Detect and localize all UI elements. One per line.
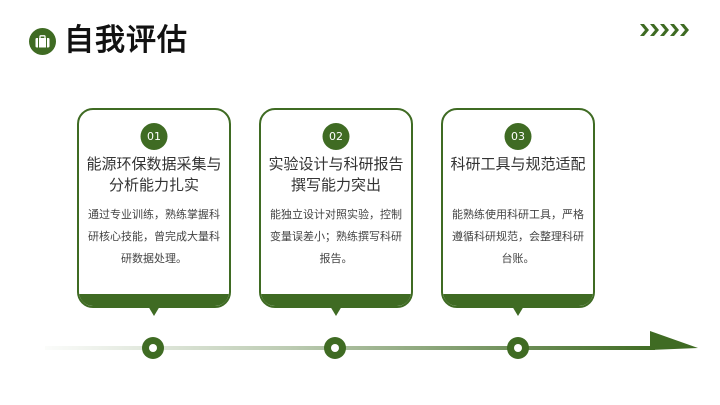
timeline-node-1 (142, 337, 164, 359)
chevrons-right-icon (640, 24, 689, 36)
card-heading: 科研工具与规范适配 (450, 155, 586, 173)
card-body: 能独立设计对照实验，控制变量误差小；熟练撰写科研报告。 (270, 208, 402, 265)
timeline-node-3 (507, 337, 529, 359)
timeline-arrow-icon (650, 331, 698, 350)
card-heading: 实验设计与科研报告撰写能力突出 (268, 155, 404, 194)
timeline-line (45, 346, 655, 350)
assessment-card-3: 03 科研工具与规范适配 能熟练使用科研工具，严格遵循科研规范，会整理科研台账。 (441, 108, 595, 308)
assessment-card-1: 01 能源环保数据采集与分析能力扎实 通过专业训练，熟练掌握科研核心技能，曾完成… (77, 108, 231, 308)
card-pointer (512, 306, 524, 316)
card-body: 通过专业训练，熟练掌握科研核心技能，曾完成大量科研数据处理。 (88, 208, 220, 265)
card-footer-band (443, 294, 593, 306)
card-body: 能熟练使用科研工具，严格遵循科研规范，会整理科研台账。 (452, 208, 584, 265)
assessment-card-2: 02 实验设计与科研报告撰写能力突出 能独立设计对照实验，控制变量误差小；熟练撰… (259, 108, 413, 308)
card-footer-band (79, 294, 229, 306)
card-number-badge: 01 (140, 123, 168, 150)
timeline-node-2 (324, 337, 346, 359)
card-pointer (148, 306, 160, 316)
page-title: 自我评估 (64, 23, 188, 58)
card-number-badge: 02 (322, 123, 350, 150)
card-heading: 能源环保数据采集与分析能力扎实 (86, 155, 222, 194)
briefcase-icon (29, 28, 56, 55)
card-pointer (330, 306, 342, 316)
card-footer-band (261, 294, 411, 306)
card-number-badge: 03 (504, 123, 532, 150)
